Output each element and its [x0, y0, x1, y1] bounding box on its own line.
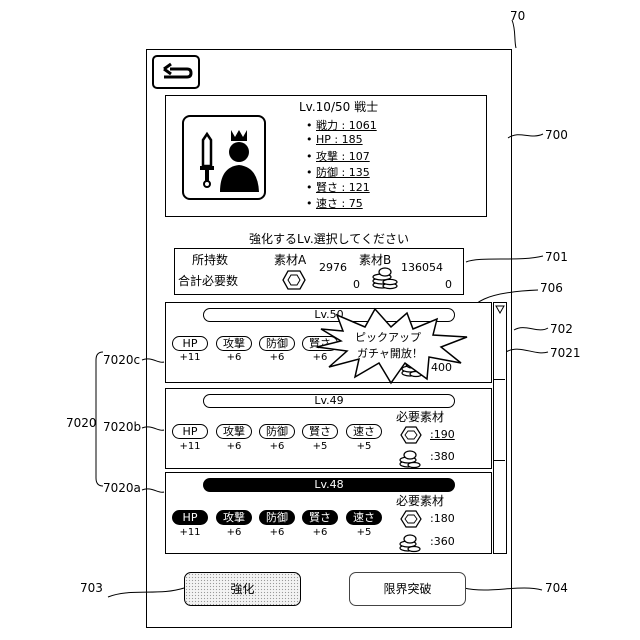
materials-panel: 所持数 素材A 素材B 合計必要数 2976 0 136054 0 — [174, 248, 464, 295]
stat-power: 戦力 : 1061 — [316, 119, 377, 132]
character-title: Lv.10/50 戦士 — [299, 101, 378, 113]
stat-value: +5 — [349, 442, 379, 452]
total-required-label: 合計必要数 — [178, 275, 238, 287]
material-a-total: 0 — [353, 279, 360, 290]
coins-icon — [371, 265, 399, 291]
stat-value: +5 — [349, 528, 379, 538]
required-materials-label: 必要素材 — [396, 411, 444, 423]
stat-attack: 攻撃 : 107 — [316, 150, 370, 163]
stat-pill-attack: 攻撃 — [216, 424, 252, 439]
triangle-down-icon[interactable] — [495, 304, 505, 314]
stat-value: +11 — [175, 528, 205, 538]
level-list[interactable]: Lv.50 HP 攻撃 防御 賢さ +11 +6 +6 +6 400 ピック — [165, 302, 495, 554]
select-level-prompt: 強化するLv.選択してください — [249, 233, 409, 245]
coins-icon — [398, 531, 422, 553]
level-row-48[interactable]: Lv.48 HP 攻撃 防御 賢さ 速さ +11 +6 +6 +6 +5 必要素… — [165, 472, 492, 554]
stat-item: • 速さ : 75 — [306, 195, 377, 211]
stat-value: +5 — [305, 442, 335, 452]
stat-pill-defense: 防御 — [259, 510, 295, 525]
stat-value: +11 — [175, 442, 205, 452]
back-arrow-icon — [160, 61, 196, 85]
coins-icon — [398, 447, 422, 469]
limit-break-button-label: 限界突破 — [350, 583, 465, 595]
material-b-total: 0 — [445, 279, 452, 290]
stat-pill-wisdom: 賢さ — [302, 424, 338, 439]
stat-value: +11 — [175, 353, 205, 363]
stat-pill-hp: HP — [172, 336, 208, 351]
stat-value: +6 — [262, 442, 292, 452]
gem-icon — [400, 509, 422, 529]
material-b-required: :380 — [430, 451, 455, 462]
enhance-button[interactable]: 強化 — [184, 572, 301, 606]
scrollbar-thumb[interactable] — [494, 379, 505, 461]
stat-item: • 賢さ : 121 — [306, 179, 377, 195]
stat-value: +6 — [262, 528, 292, 538]
stat-pill-hp: HP — [172, 510, 208, 525]
stat-pill-wisdom: 賢さ — [302, 510, 338, 525]
scrollbar-track[interactable] — [493, 302, 507, 554]
required-materials-label: 必要素材 — [396, 495, 444, 507]
stat-pill-defense: 防御 — [259, 424, 295, 439]
material-b-owned: 136054 — [401, 262, 443, 273]
stat-pill-speed: 速さ — [346, 424, 382, 439]
pickup-banner-line2[interactable]: ガチャ開放！ — [357, 348, 423, 359]
stat-value: +6 — [219, 353, 249, 363]
enhance-button-label: 強化 — [185, 583, 300, 595]
gem-icon — [400, 425, 422, 445]
stat-pill-speed: 速さ — [346, 510, 382, 525]
stat-item: • 攻撃 : 107 — [306, 148, 377, 164]
stat-value: +6 — [305, 528, 335, 538]
pickup-burst-icon — [315, 307, 475, 385]
level-row-49[interactable]: Lv.49 HP 攻撃 防御 賢さ 速さ +11 +6 +6 +5 +5 必要素… — [165, 388, 492, 469]
material-b-required: :360 — [430, 536, 455, 547]
material-a-required: :190 — [430, 429, 455, 440]
limit-break-button[interactable]: 限界突破 — [349, 572, 466, 606]
stat-value: +6 — [219, 442, 249, 452]
material-a-owned: 2976 — [319, 262, 347, 273]
level-bar-48: Lv.48 — [203, 478, 455, 492]
stat-wisdom: 賢さ : 121 — [316, 181, 370, 194]
character-portrait — [182, 115, 266, 200]
game-screen: Lv.10/50 戦士 • 戦力 : 1061 • HP : 185 • 攻撃 … — [146, 49, 512, 628]
gem-icon — [282, 269, 306, 291]
character-status-panel: Lv.10/50 戦士 • 戦力 : 1061 • HP : 185 • 攻撃 … — [165, 95, 487, 217]
back-button[interactable] — [152, 55, 200, 89]
stat-pill-attack: 攻撃 — [216, 510, 252, 525]
stat-item: • 防御 : 135 — [306, 164, 377, 180]
stat-list: • 戦力 : 1061 • HP : 185 • 攻撃 : 107 • 防御 :… — [306, 117, 377, 210]
stat-pill-hp: HP — [172, 424, 208, 439]
stat-pill-attack: 攻撃 — [216, 336, 252, 351]
stat-hp: HP : 185 — [316, 133, 363, 146]
stat-value: +6 — [219, 528, 249, 538]
material-a-label: 素材A — [274, 254, 306, 266]
stat-item: • HP : 185 — [306, 133, 377, 149]
owned-label: 所持数 — [192, 254, 228, 266]
pickup-banner-line1[interactable]: ピックアップ — [355, 332, 421, 343]
stat-speed: 速さ : 75 — [316, 197, 363, 210]
material-a-required: :180 — [430, 513, 455, 524]
stat-value: +6 — [262, 353, 292, 363]
stat-pill-defense: 防御 — [259, 336, 295, 351]
stat-defense: 防御 : 135 — [316, 166, 370, 179]
level-bar-49: Lv.49 — [203, 394, 455, 408]
stat-item: • 戦力 : 1061 — [306, 117, 377, 133]
warrior-icon — [187, 120, 263, 196]
